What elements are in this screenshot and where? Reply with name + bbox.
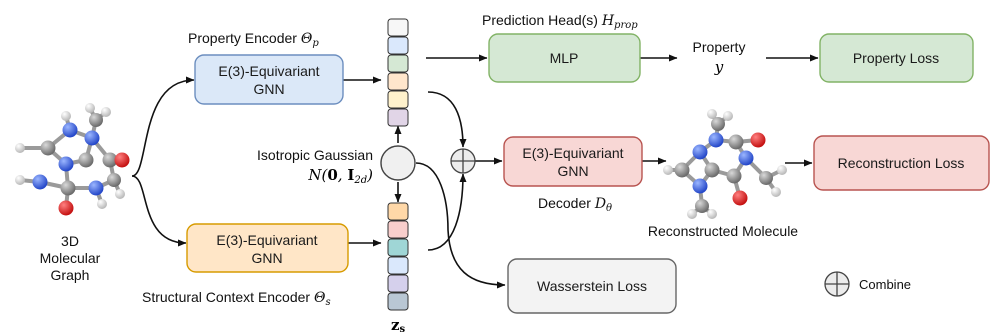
property-latent-vector — [387, 18, 409, 127]
vector-cell — [387, 72, 409, 91]
vector-cell — [387, 256, 409, 275]
input-label-1: 3D — [61, 233, 79, 249]
vector-cell — [387, 18, 409, 37]
vector-cell — [387, 54, 409, 73]
property-encoder-title: Property Encoder Θp — [188, 30, 319, 49]
svg-text:E(3)-Equivariant: E(3)-Equivariant — [522, 145, 623, 161]
combine-node — [450, 148, 476, 174]
input-label-3: Graph — [51, 267, 90, 283]
reconstruction-loss-box: Reconstruction Loss — [813, 135, 990, 191]
svg-text:E(3)-Equivariant: E(3)-Equivariant — [216, 232, 317, 248]
svg-text:GNN: GNN — [253, 81, 284, 97]
input-label-2: Molecular — [40, 250, 101, 266]
svg-text:E(3)-Equivariant: E(3)-Equivariant — [218, 63, 319, 79]
svg-text:Wasserstein Loss: Wasserstein Loss — [537, 278, 647, 294]
input-molecule — [15, 103, 130, 216]
vector-cell — [387, 202, 409, 221]
vector-cell — [387, 238, 409, 257]
vector-cell — [387, 292, 409, 311]
decoder-box: E(3)-Equivariant GNN — [503, 136, 643, 187]
circle-plus-icon — [824, 271, 850, 297]
vector-cell — [387, 36, 409, 55]
vector-cell — [387, 108, 409, 127]
structural-encoder-box: E(3)-Equivariant GNN — [186, 223, 349, 273]
reconstructed-label: Reconstructed Molecule — [648, 223, 798, 239]
edges — [131, 54, 819, 289]
property-loss-box: Property Loss — [819, 33, 974, 83]
structural-latent-vector — [387, 202, 409, 311]
vector-cell — [387, 274, 409, 293]
prediction-head-title: Prediction Head(s) Hprop — [482, 12, 638, 31]
zs-label: zs — [391, 316, 406, 335]
gaussian-label: Isotropic Gaussian — [257, 147, 373, 163]
property-symbol: y — [714, 58, 724, 76]
vector-cell — [387, 90, 409, 109]
vector-cell — [387, 220, 409, 239]
property-label: Property — [693, 39, 746, 55]
svg-text:GNN: GNN — [251, 250, 282, 266]
gaussian-formula: N(0, I2d) — [307, 166, 373, 186]
structural-encoder-title: Structural Context Encoder Θs — [142, 289, 331, 308]
svg-text:GNN: GNN — [557, 163, 588, 179]
gaussian-node — [380, 145, 416, 181]
mlp-box: MLP — [488, 33, 641, 83]
decoder-title: Decoder Dθ — [538, 195, 612, 214]
wasserstein-loss-box: Wasserstein Loss — [507, 258, 677, 314]
reconstructed-molecule — [663, 109, 787, 219]
svg-text:MLP: MLP — [550, 50, 579, 66]
svg-text:Reconstruction Loss: Reconstruction Loss — [838, 155, 965, 171]
svg-text:Property Loss: Property Loss — [853, 50, 939, 66]
property-encoder-box: E(3)-Equivariant GNN — [194, 54, 344, 105]
legend-combine-label: Combine — [859, 277, 911, 292]
